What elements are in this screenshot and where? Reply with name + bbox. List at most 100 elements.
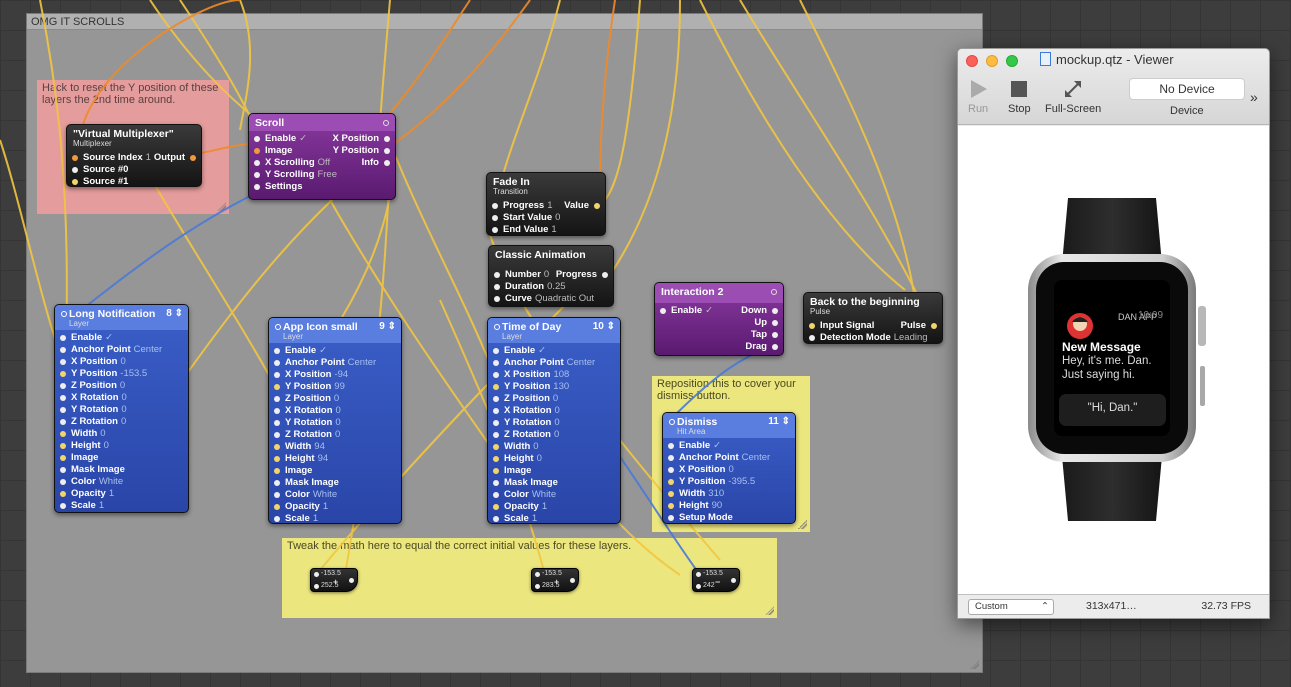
port-dot[interactable] [349, 578, 354, 583]
port-dot[interactable] [274, 504, 280, 510]
port-dot[interactable] [274, 396, 280, 402]
port-drag[interactable]: Drag [655, 341, 783, 353]
port-dot[interactable] [668, 503, 674, 509]
interaction-patch[interactable]: Interaction 2 Enable✓Down Up Tap Drag [654, 282, 784, 356]
port-dot[interactable] [274, 516, 280, 522]
port-image[interactable]: Image [269, 465, 401, 477]
settings-circle-icon[interactable] [771, 289, 777, 295]
port-enable[interactable]: Enable✓ [269, 345, 401, 357]
port-dot[interactable] [274, 372, 280, 378]
zoom-window-button[interactable] [1006, 55, 1018, 67]
port-dot[interactable] [60, 491, 66, 497]
port-dot[interactable] [314, 572, 319, 577]
port-settings[interactable]: Settings [249, 181, 395, 193]
layer-order-stepper[interactable]: 9 ⇕ [379, 321, 396, 332]
port-enable[interactable]: Enable✓X Position [249, 133, 395, 145]
minimize-window-button[interactable] [986, 55, 998, 67]
port-dot[interactable] [668, 479, 674, 485]
port-dot[interactable] [493, 516, 499, 522]
port-image[interactable]: Image [488, 465, 620, 477]
port-tap[interactable]: Tap [655, 329, 783, 341]
port-y-position[interactable]: Y Position-395.5 [663, 476, 795, 488]
port-dot[interactable] [493, 492, 499, 498]
port-dot[interactable] [493, 372, 499, 378]
macro-resize-handle[interactable] [970, 660, 979, 669]
port-mask-image[interactable]: Mask Image [488, 477, 620, 489]
port-y-position[interactable]: Y Position-153.5 [55, 368, 188, 380]
port-dot[interactable] [60, 407, 66, 413]
note-resize-handle[interactable] [765, 606, 774, 615]
port-dot[interactable] [60, 443, 66, 449]
port-dot[interactable] [493, 456, 499, 462]
port-dot[interactable] [535, 584, 540, 589]
patch-header[interactable]: Classic Animation [489, 246, 613, 267]
port-dot[interactable] [493, 420, 499, 426]
fullscreen-button[interactable]: Full-Screen [1045, 79, 1101, 115]
port-dot[interactable] [274, 468, 280, 474]
port-dot[interactable] [274, 360, 280, 366]
port-dot[interactable] [493, 432, 499, 438]
port-dot[interactable] [274, 348, 280, 354]
close-window-button[interactable] [966, 55, 978, 67]
port-dot[interactable] [314, 584, 319, 589]
layer-order-stepper[interactable]: 8 ⇕ [166, 308, 183, 319]
viewer-window[interactable]: mockup.qtz - Viewer Run Stop Full-Screen… [957, 48, 1270, 619]
port-dot[interactable] [60, 455, 66, 461]
viewer-canvas[interactable]: DAN APP 10:09 New Message Hey, it's me. … [958, 126, 1269, 596]
port-x-position[interactable]: X Position-94 [269, 369, 401, 381]
note-resize-handle[interactable] [217, 202, 226, 211]
toolbar-overflow-button[interactable]: » [1250, 89, 1258, 105]
port-dot[interactable] [493, 480, 499, 486]
port-dot[interactable] [696, 584, 701, 589]
port-dot[interactable] [668, 491, 674, 497]
port-source-1[interactable]: Source #1 [67, 176, 201, 186]
port-dot[interactable] [60, 335, 66, 341]
device-selector[interactable]: No Device [1129, 78, 1245, 100]
port-dot[interactable] [60, 395, 66, 401]
port-dot[interactable] [60, 359, 66, 365]
patch-header[interactable]: "Virtual Multiplexer" Multiplexer [67, 125, 201, 150]
port-dot[interactable] [570, 578, 575, 583]
port-dot[interactable] [60, 479, 66, 485]
port-up[interactable]: Up [655, 317, 783, 329]
port-enable[interactable]: Enable✓ [55, 332, 188, 344]
run-button[interactable]: Run [968, 79, 988, 115]
